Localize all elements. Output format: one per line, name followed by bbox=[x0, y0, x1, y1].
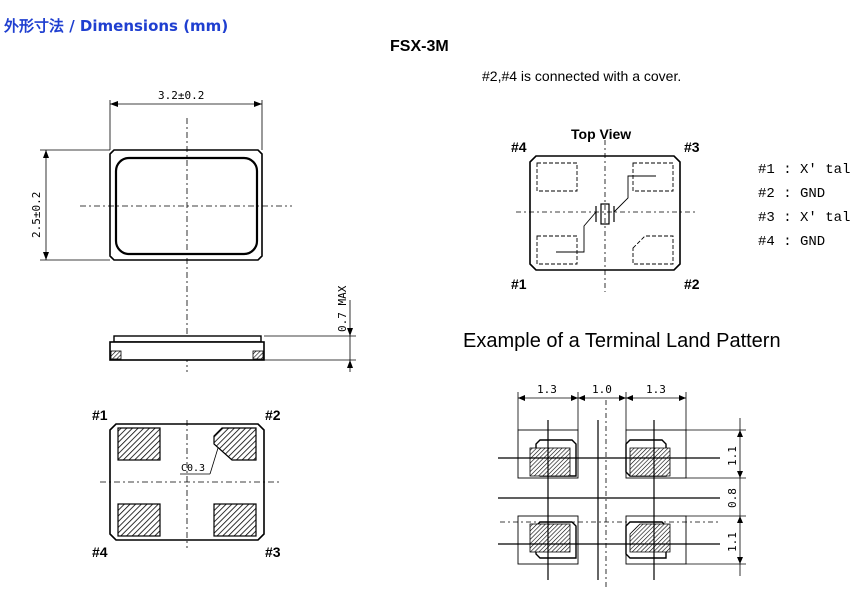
pin-2-label: #2 : GND bbox=[758, 186, 826, 202]
bottom-pin-1: #1 bbox=[92, 407, 108, 423]
chamfer-label: C0.3 bbox=[181, 463, 205, 474]
pin-assignment-list: #1 : X' tal #2 : GND #3 : X' tal #4 : GN… bbox=[758, 158, 850, 254]
pin-1-label: #1 : X' tal bbox=[758, 162, 851, 178]
land-dim-right-top: 1.1 bbox=[726, 446, 739, 466]
bottom-view bbox=[100, 420, 280, 548]
bottom-pin-2: #2 bbox=[265, 407, 281, 423]
top-view-internal bbox=[516, 140, 696, 292]
land-dim-top-left: 1.3 bbox=[537, 383, 557, 396]
land-dim-top-right: 1.3 bbox=[646, 383, 666, 396]
top-pin-2: #2 bbox=[684, 276, 700, 292]
top-outline-view bbox=[40, 100, 292, 372]
top-pin-1: #1 bbox=[511, 276, 527, 292]
page-title: 外形寸法 / Dimensions (mm) bbox=[4, 17, 229, 35]
bottom-pin-4: #4 bbox=[92, 544, 108, 560]
land-dim-top-center: 1.0 bbox=[592, 383, 612, 396]
width-dimension: 2.5±0.2 bbox=[30, 192, 43, 238]
top-view-label: Top View bbox=[571, 126, 631, 142]
pad-1 bbox=[117, 427, 161, 461]
cover-note: #2,#4 is connected with a cover. bbox=[482, 68, 682, 84]
pad-3 bbox=[213, 503, 257, 537]
pin-3-label: #3 : X' tal bbox=[758, 210, 851, 226]
pad-2 bbox=[213, 427, 257, 461]
land-dim-right-middle: 0.8 bbox=[726, 488, 739, 508]
side-view bbox=[109, 300, 356, 372]
top-pin-4: #4 bbox=[511, 139, 527, 155]
bottom-pin-3: #3 bbox=[265, 544, 281, 560]
model-name: FSX-3M bbox=[390, 38, 449, 55]
pad-4 bbox=[117, 503, 161, 537]
top-pin-3: #3 bbox=[684, 139, 700, 155]
length-dimension: 3.2±0.2 bbox=[158, 89, 204, 102]
land-dim-right-bottom: 1.1 bbox=[726, 532, 739, 552]
height-dimension: 0.7 MAX bbox=[336, 285, 349, 332]
pin-4-label: #4 : GND bbox=[758, 234, 826, 250]
land-pattern-title: Example of a Terminal Land Pattern bbox=[463, 330, 781, 352]
land-pattern-drawing bbox=[498, 392, 746, 590]
